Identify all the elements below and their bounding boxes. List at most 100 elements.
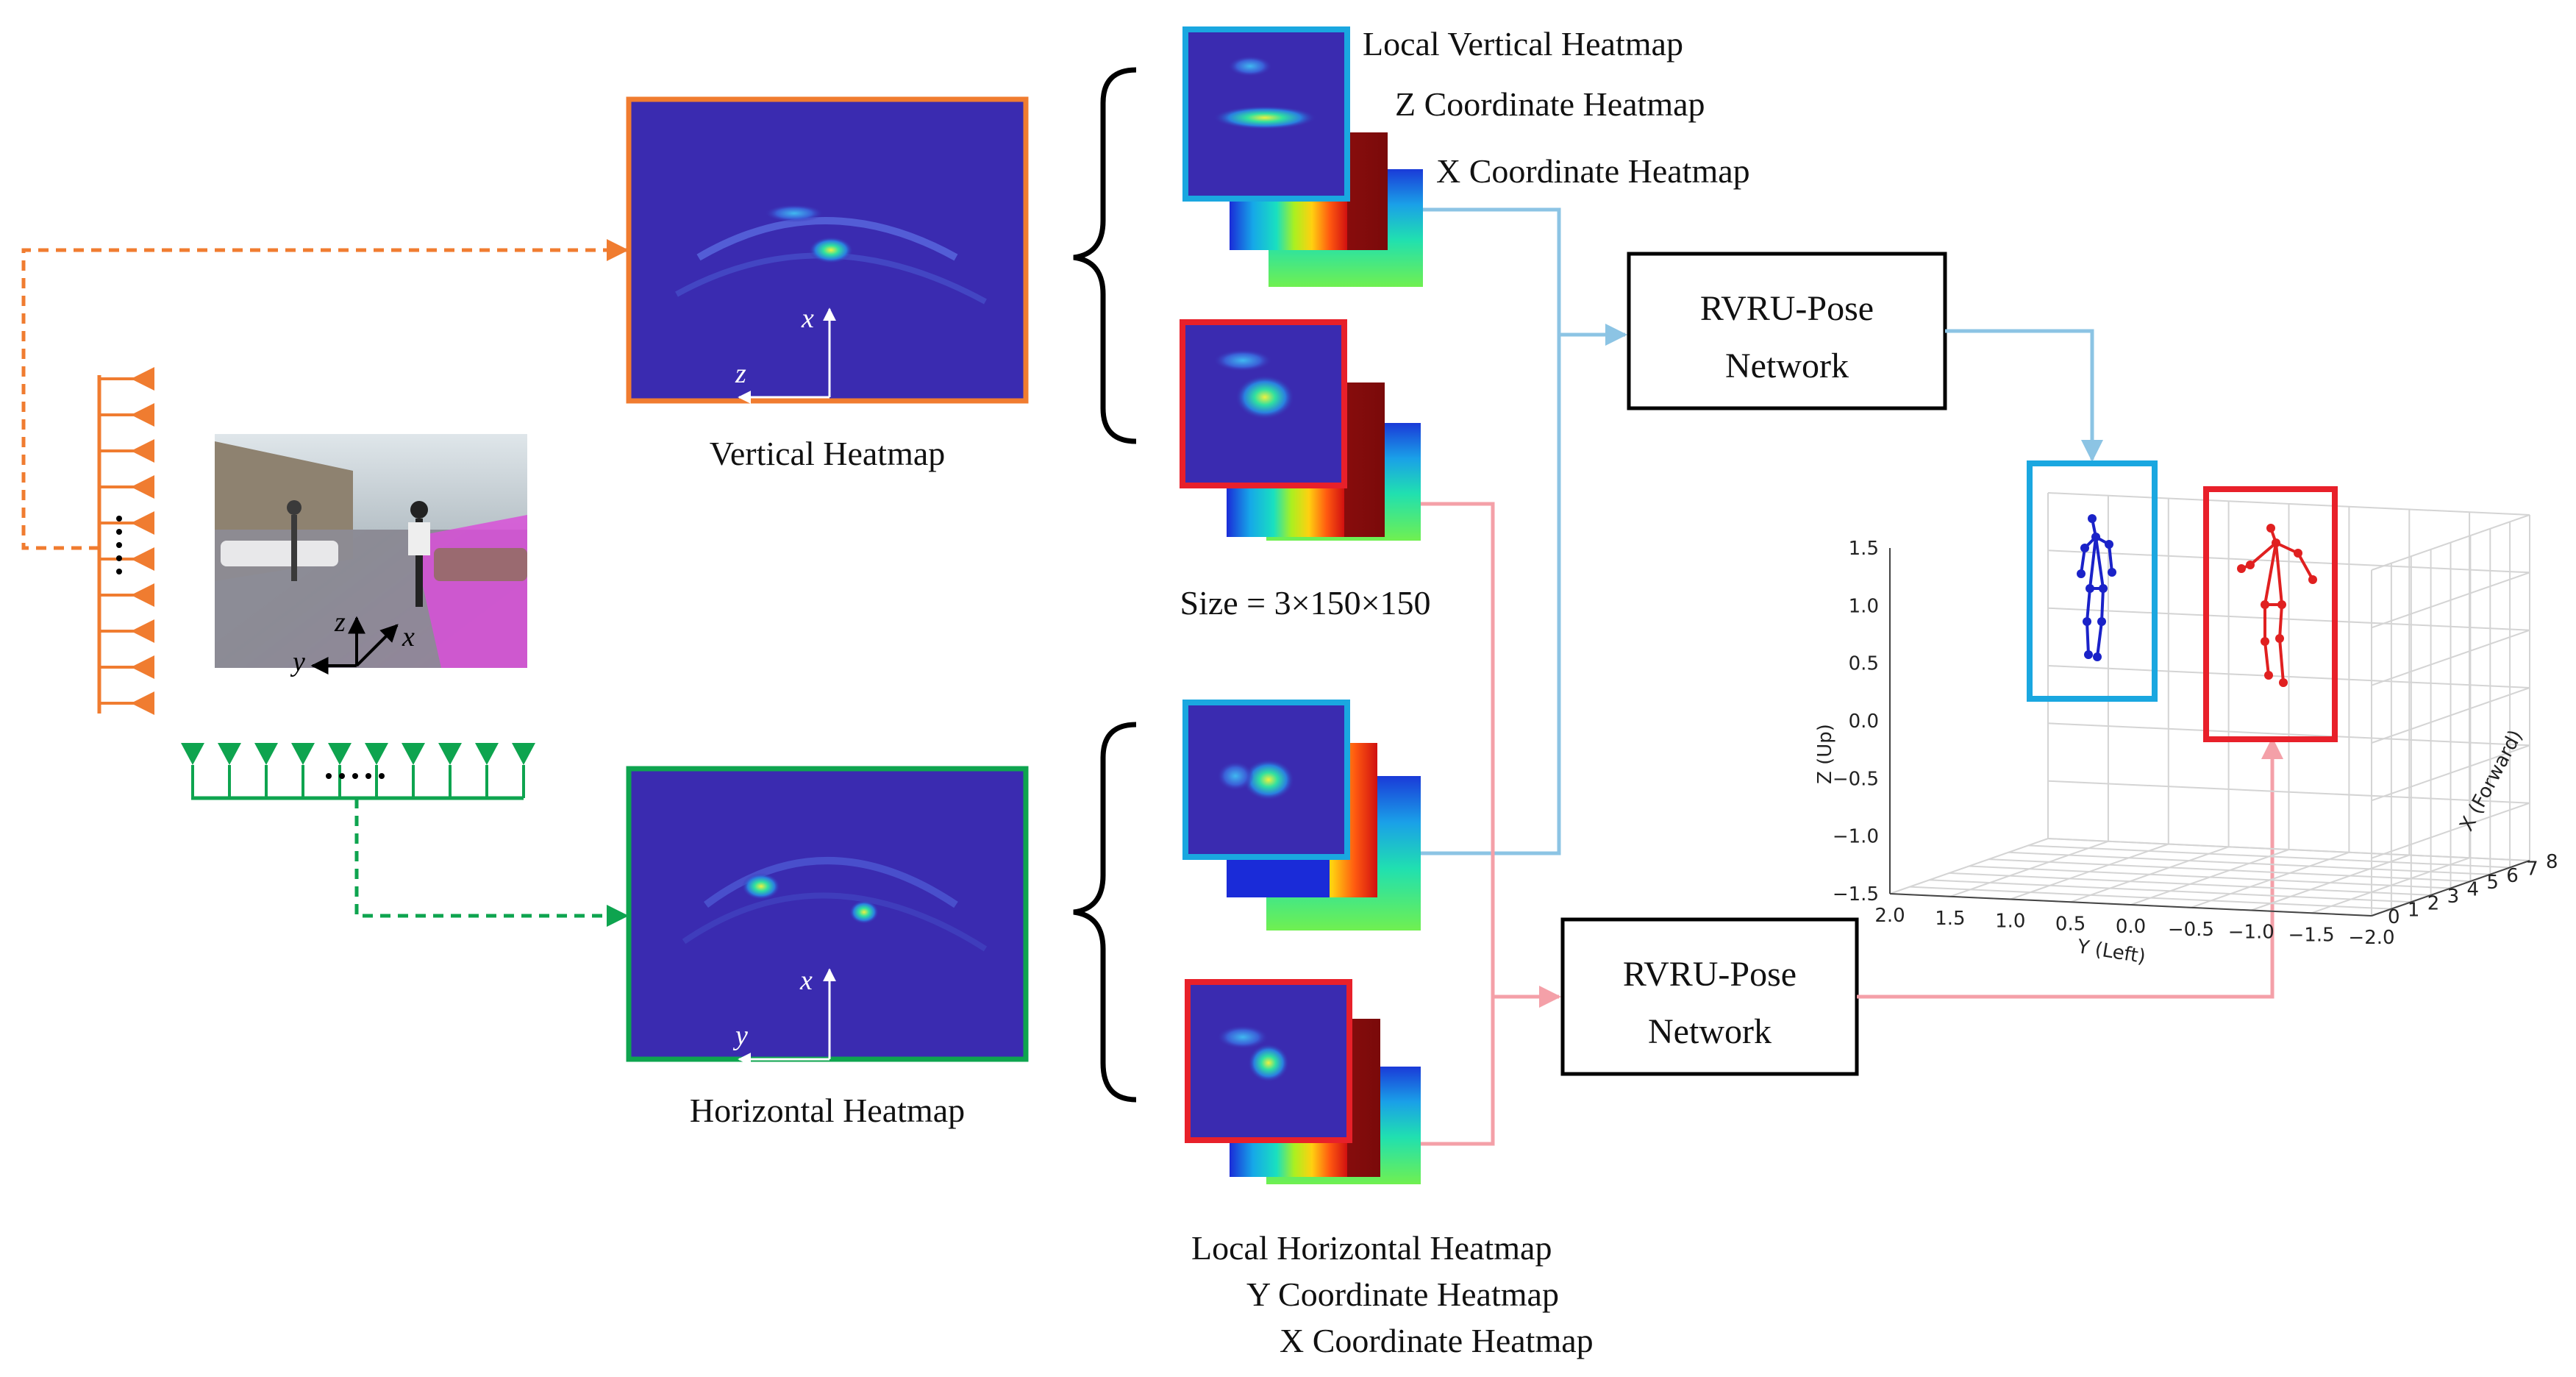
skeleton-joint — [2308, 575, 2317, 584]
skeleton-joint — [2277, 600, 2286, 609]
3d-pose-plot — [1889, 492, 2530, 917]
plot-gridline — [2371, 802, 2530, 859]
horizontal-antenna-element — [181, 743, 204, 765]
network-1-line2: Network — [1725, 346, 1849, 385]
plot-z-tick: −1.0 — [1833, 826, 1879, 848]
scene-photo — [215, 434, 527, 668]
vertical-antenna-element — [131, 475, 154, 499]
horizontal-antenna-element — [218, 743, 241, 765]
network-2-line2: Network — [1648, 1012, 1772, 1051]
plot-x-tick: 4 — [2467, 879, 2480, 901]
camera-axis-x: x — [402, 622, 415, 652]
link-vertical-red-to-network — [1421, 502, 1495, 997]
ellipsis-dot — [326, 773, 332, 779]
label-y-coordinate-heatmap: Y Coordinate Heatmap — [1246, 1275, 1559, 1313]
horizontal-antenna-element — [475, 743, 499, 765]
plot-y-tick: −1.0 — [2228, 922, 2274, 944]
horizontal-antenna-element — [402, 743, 425, 765]
person-2-skeleton — [2237, 524, 2317, 687]
link-vertical-to-network — [1423, 207, 1561, 335]
network-1-line1: RVRU-Pose — [1700, 289, 1874, 328]
skeleton-bone — [2278, 604, 2283, 639]
plot-gridline — [2371, 514, 2530, 571]
plot-y-tick: 0.5 — [2055, 913, 2086, 935]
plot-gridline — [2371, 687, 2530, 744]
plot-x-tick: 8 — [2546, 851, 2558, 873]
ellipsis-dot — [116, 516, 122, 522]
horizontal-antenna-element — [438, 743, 462, 765]
vertical-antenna-element — [131, 619, 154, 643]
skeleton-joint — [2080, 544, 2089, 552]
plot-gridline — [2371, 744, 2530, 802]
plot-gridline — [2371, 629, 2530, 686]
network-2-line1: RVRU-Pose — [1623, 955, 1797, 994]
skeleton-joint — [2108, 568, 2116, 577]
local-vertical-stack — [1182, 26, 1423, 287]
ellipsis-dot — [116, 529, 122, 535]
vertical-antenna-element — [131, 655, 154, 679]
horizontal-brace — [1073, 722, 1137, 1103]
label-local-vertical-heatmap: Local Vertical Heatmap — [1363, 25, 1683, 63]
plot-gridline — [2047, 607, 2530, 631]
horizontal-antenna-array — [181, 743, 535, 800]
skeleton-joint — [2088, 514, 2097, 523]
skeleton-bone — [2297, 552, 2314, 580]
vertical-heatmap-axis-x: x — [801, 303, 814, 334]
plot-gridline — [2047, 549, 2530, 574]
horizontal-antenna-element — [328, 743, 352, 765]
skeleton-bone — [2263, 641, 2270, 676]
local-horizontal-stack-2 — [1185, 979, 1421, 1184]
vertical-brace — [1073, 67, 1137, 444]
plot-gridline — [2008, 851, 2491, 875]
plot-z-label: Z (Up) — [1814, 724, 1836, 784]
plot-gridline — [1929, 879, 2411, 903]
local-horizontal-stack — [1182, 700, 1421, 931]
label-z-coordinate-heatmap: Z Coordinate Heatmap — [1395, 85, 1705, 123]
plot-x-tick: 0 — [2388, 906, 2400, 928]
plot-x-tick: 5 — [2486, 872, 2499, 894]
plot-gridline — [2047, 665, 2530, 688]
skeleton-bone — [2278, 638, 2285, 683]
link-horizontal-local-to-network — [1421, 335, 1561, 855]
horizontal-antenna-element — [291, 743, 315, 765]
horizontal-antenna-element — [365, 743, 388, 765]
plot-y-tick: 1.0 — [1995, 911, 2025, 933]
plot-y-tick: −1.5 — [2288, 924, 2335, 946]
plot-x-tick: 6 — [2506, 865, 2519, 887]
skeleton-joint — [2272, 538, 2280, 547]
link-network-1-to-plot — [1945, 329, 2103, 462]
horizontal-signal-path — [354, 798, 629, 927]
skeleton-joint — [2105, 540, 2113, 549]
plot-gridline — [2047, 838, 2530, 861]
plot-x-tick: 7 — [2526, 858, 2538, 880]
skeleton-bone — [2096, 621, 2103, 658]
skeleton-joint — [2275, 634, 2284, 643]
plot-x-axis — [2371, 860, 2530, 917]
skeleton-bone — [2094, 536, 2105, 589]
plot-gridline — [2047, 780, 2530, 804]
skeleton-joint — [2294, 549, 2302, 558]
skeleton-joint — [2261, 637, 2269, 646]
skeleton-joint — [2266, 524, 2275, 533]
skeleton-joint — [2086, 584, 2094, 593]
skeleton-joint — [2077, 569, 2086, 578]
plot-z-tick: −0.5 — [1833, 768, 1879, 790]
horizontal-heatmap — [626, 766, 1029, 1066]
ellipsis-dot — [116, 569, 122, 574]
skeleton-bone — [2088, 536, 2097, 589]
plot-z-tick: 0.5 — [1849, 653, 1879, 675]
skeleton-joint — [2097, 617, 2106, 626]
vertical-signal-path — [21, 239, 629, 550]
plot-y-tick: 0.0 — [2116, 916, 2146, 938]
vertical-antenna-element — [131, 511, 154, 535]
camera-axis-z: z — [334, 607, 346, 638]
plot-gridline — [1909, 886, 2391, 910]
plot-y-tick: −2.0 — [2348, 927, 2394, 949]
skeleton-joint — [2093, 652, 2102, 661]
skeleton-joint — [2084, 650, 2093, 659]
plot-y-tick: −0.5 — [2168, 919, 2214, 941]
skeleton-bone — [2086, 621, 2090, 655]
skeleton-joint — [2083, 617, 2091, 626]
link-network-2-to-plot — [1857, 737, 2283, 999]
plot-y-tick: 1.5 — [1935, 908, 1965, 930]
